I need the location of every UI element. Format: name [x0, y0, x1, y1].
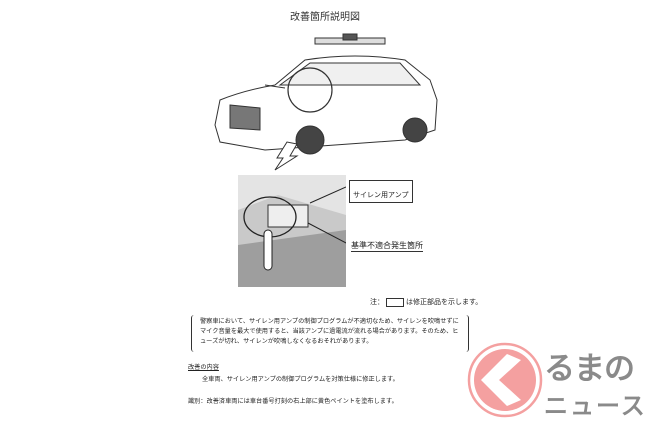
callout-defect: 基準不適合発生箇所	[351, 241, 423, 252]
improvement-heading: 改善の内容	[188, 364, 219, 371]
logo-chevron-icon	[467, 342, 543, 418]
note: 注： は修正部品を示します。	[370, 297, 482, 307]
callout-amp-label: サイレン用アンプ	[353, 191, 409, 199]
callout-amp: サイレン用アンプ	[349, 180, 413, 203]
logo-text-line2: ニュース	[544, 392, 647, 420]
description-box: 警察車において、サイレン用アンプの制御プログラムが不適切なため、サイレンを吹鳴せ…	[191, 315, 469, 352]
page-title: 改善箇所説明図	[290, 12, 360, 23]
logo-text-line1: るまの	[544, 351, 635, 387]
kuruma-news-logo	[467, 342, 543, 418]
police-car-illustration	[214, 33, 438, 171]
note-suffix: は修正部品を示します。	[406, 298, 483, 306]
amp-location-photo	[238, 175, 346, 287]
legend-box	[386, 297, 404, 307]
identification-text: 識別：改善済車両には車台番号打刻の右上部に黄色ペイントを塗布します。	[188, 398, 398, 405]
improvement-text: 全車両、サイレン用アンプの制御プログラムを対策仕様に修正します。	[202, 376, 399, 383]
note-prefix: 注：	[370, 298, 384, 306]
